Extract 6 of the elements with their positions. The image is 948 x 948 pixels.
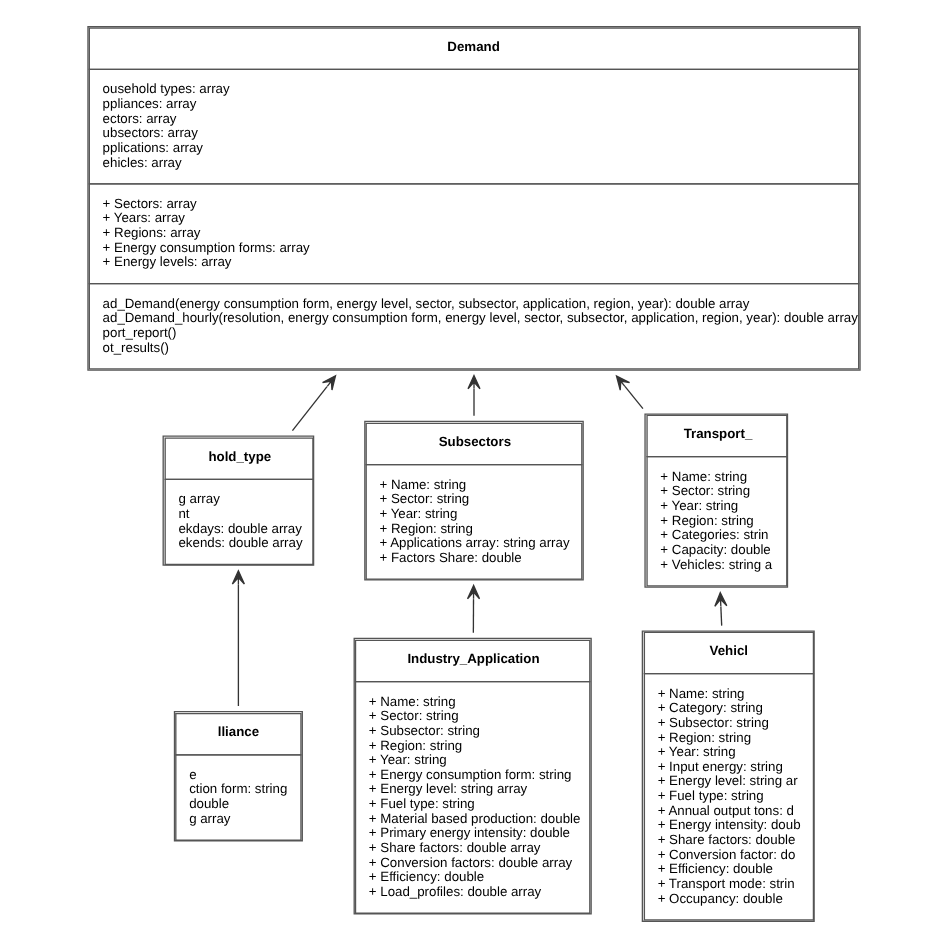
- arrow: [467, 374, 481, 417]
- arrow: [615, 375, 644, 410]
- arrow: [466, 584, 481, 634]
- arrow: [714, 592, 728, 627]
- arrow: [231, 570, 246, 707]
- arrow: [291, 375, 337, 432]
